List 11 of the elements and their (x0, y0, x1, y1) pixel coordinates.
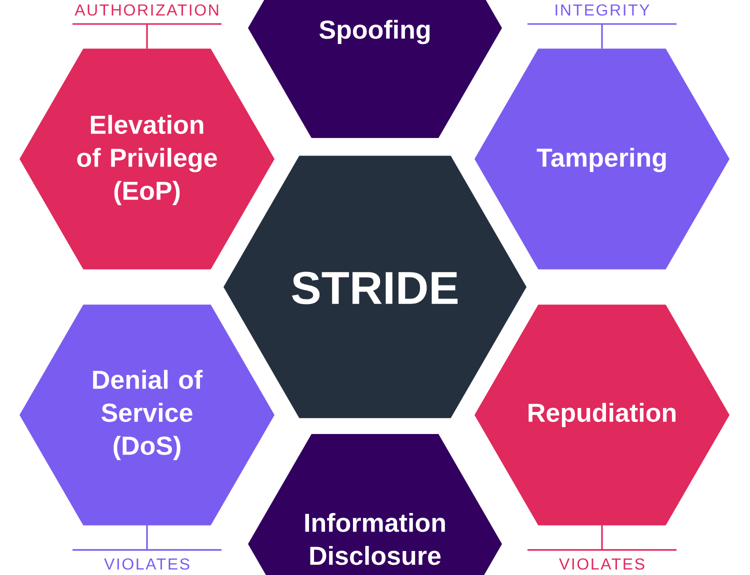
side-label: VIOLATES (559, 558, 644, 570)
side-label: INTEGRITY (556, 4, 650, 16)
hexagon: Elevation of Privilege (EoP) (20, 48, 274, 270)
hexagon: STRIDE (224, 156, 526, 418)
side-label: AUTHORIZATION (74, 4, 218, 16)
hexagon: Repudiation (474, 304, 730, 526)
hexagon: Denial of Service (DoS) (20, 304, 274, 526)
hexagon: Spoofing (248, 0, 502, 138)
hexagon: Information Disclosure (248, 434, 502, 575)
side-label: VIOLATES (104, 558, 190, 570)
hexagon: Tampering (474, 48, 730, 270)
